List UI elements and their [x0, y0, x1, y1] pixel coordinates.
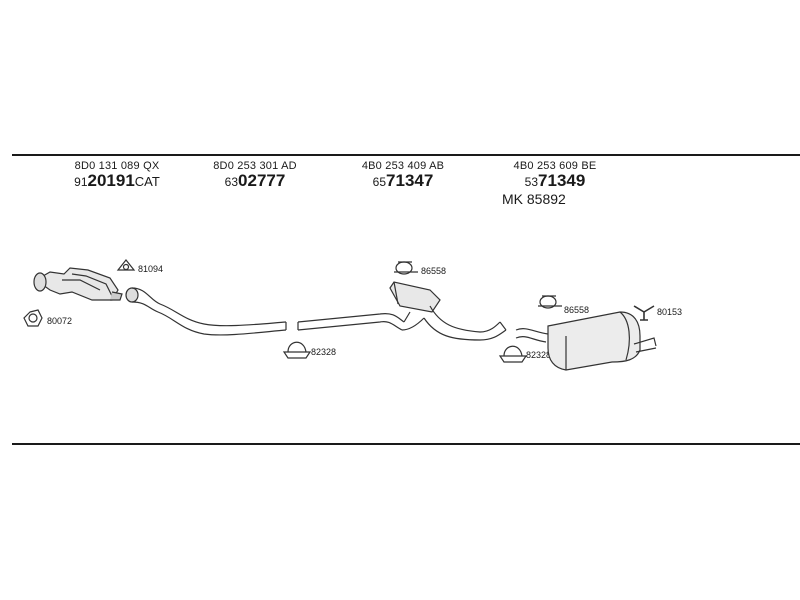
hanger-86558-drawing [394, 261, 418, 275]
oe-number: 8D0 131 089 QX [74, 160, 160, 172]
bracket-80153-drawing [633, 305, 655, 321]
front-pipe-drawing [125, 287, 287, 336]
fitting-label-86558-a: 86558 [421, 266, 447, 276]
reference-number: 6302777 [224, 171, 286, 190]
clamp-82328-b-drawing [498, 345, 528, 363]
reference-number: 9120191CAT [74, 171, 160, 190]
oe-number: 4B0 253 609 BE [513, 160, 597, 172]
reference-number: 5371349 [524, 171, 586, 190]
fitting-label-80153: 80153 [657, 307, 683, 317]
clamp-82328-drawing [282, 341, 312, 359]
reference-number: 6571347 [372, 171, 434, 190]
fitting-label-82328-b: 82328 [526, 350, 552, 360]
part-middle-silencer: 4B0 253 409 AB 6571347 [348, 160, 458, 191]
fitting-label-82328: 82328 [311, 347, 337, 357]
part-catalytic-converter: 8D0 131 089 QX 9120191CAT [62, 160, 172, 191]
fitting-label-81094: 81094 [138, 264, 164, 274]
bottom-divider-line [12, 443, 800, 445]
part-rear-silencer: 4B0 253 609 BE 5371349 MK 85892 [500, 160, 610, 207]
oe-number: 4B0 253 409 AB [361, 160, 445, 172]
rear-silencer-drawing [515, 311, 657, 371]
middle-silencer-drawing [297, 281, 507, 341]
catalytic-converter-drawing [33, 267, 123, 301]
oe-number: 8D0 253 301 AD [213, 160, 297, 172]
gasket-80072-drawing [23, 309, 43, 327]
fitting-label-86558-b: 86558 [564, 305, 590, 315]
gasket-81094-drawing [116, 259, 136, 271]
hanger-86558-b-drawing [538, 295, 562, 309]
part-front-pipe: 8D0 253 301 AD 6302777 [200, 160, 310, 191]
top-divider-line [12, 154, 800, 156]
fitting-label-80072: 80072 [47, 316, 73, 326]
mounting-kit-number: MK 85892 [502, 191, 566, 207]
